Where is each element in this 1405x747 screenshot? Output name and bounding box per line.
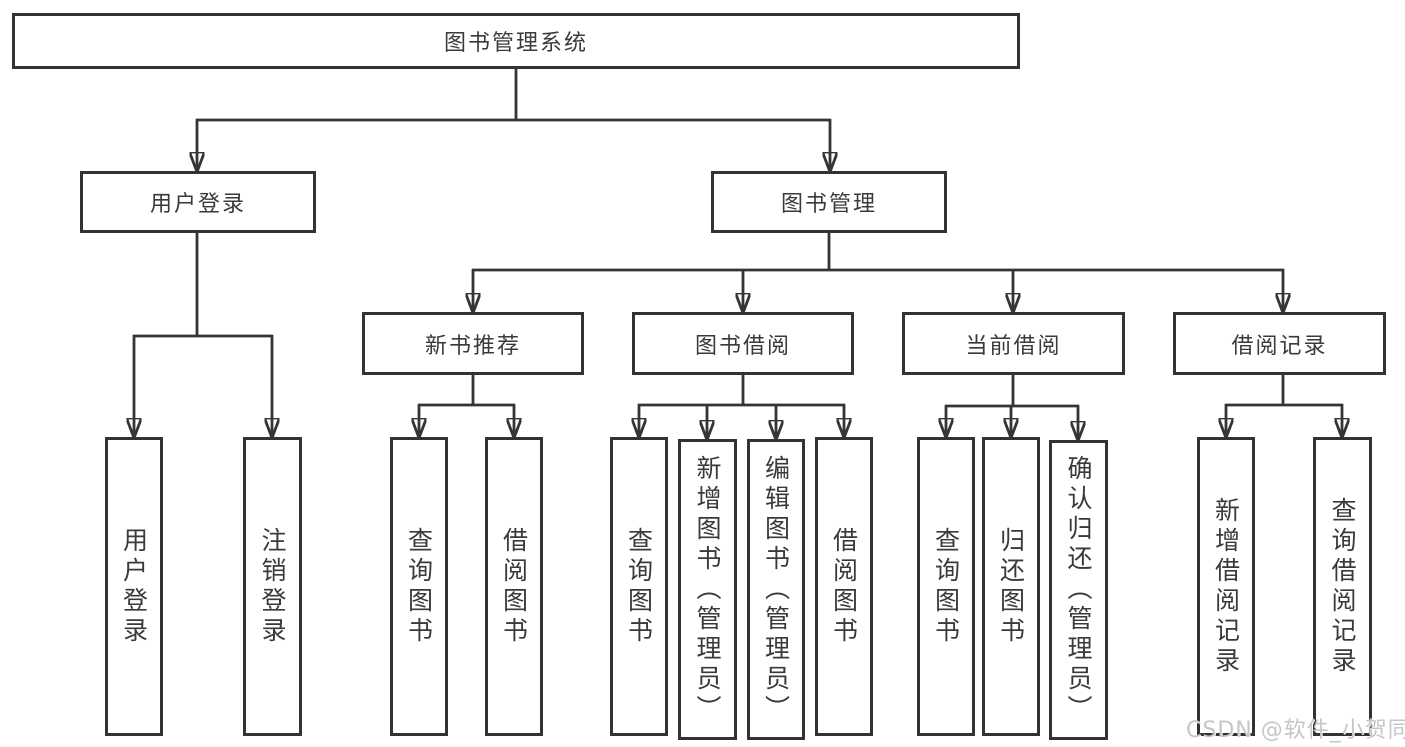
leaf-current-return-books: 归还图书	[982, 437, 1040, 736]
connector-current-borrow-to-leaves	[945, 375, 1079, 440]
node-new-book-recommend: 新书推荐	[362, 312, 584, 375]
connector-user-login-to-leaves	[133, 233, 273, 437]
leaf-current-confirm-return-admin: 确认归还（管理员）	[1049, 440, 1108, 740]
leaf-borrow-edit-books-admin: 编辑图书（管理员）	[747, 439, 805, 740]
leaf-logout: 注销登录	[243, 437, 302, 736]
node-book-borrow: 图书借阅	[632, 312, 854, 375]
leaf-record-query-borrow-record: 查询借阅记录	[1313, 437, 1372, 736]
connector-root-to-level2	[196, 68, 831, 171]
csdn-watermark: CSDN @软件_小贺同学	[1186, 718, 1405, 743]
node-current-borrow: 当前借阅	[902, 312, 1125, 375]
node-system-root: 图书管理系统	[12, 13, 1020, 69]
leaf-newrec-query-books: 查询图书	[390, 437, 448, 736]
leaf-borrow-borrow-books: 借阅图书	[815, 437, 873, 736]
connector-new-book-rec-to-leaves	[418, 375, 515, 437]
connector-book-mgmt-to-level3	[472, 233, 1284, 312]
leaf-record-add-borrow-record: 新增借阅记录	[1197, 437, 1255, 736]
node-book-management: 图书管理	[711, 171, 947, 233]
leaf-user-login: 用户登录	[105, 437, 163, 736]
leaf-borrow-query-books: 查询图书	[610, 437, 668, 736]
node-user-login: 用户登录	[80, 171, 316, 233]
leaf-current-query-books: 查询图书	[917, 437, 975, 736]
node-borrow-record: 借阅记录	[1173, 312, 1386, 375]
leaf-newrec-borrow-books: 借阅图书	[485, 437, 543, 736]
connector-book-borrow-to-leaves	[638, 375, 845, 439]
leaf-borrow-add-books-admin: 新增图书（管理员）	[678, 439, 737, 740]
connector-borrow-record-to-leaves	[1225, 375, 1343, 437]
